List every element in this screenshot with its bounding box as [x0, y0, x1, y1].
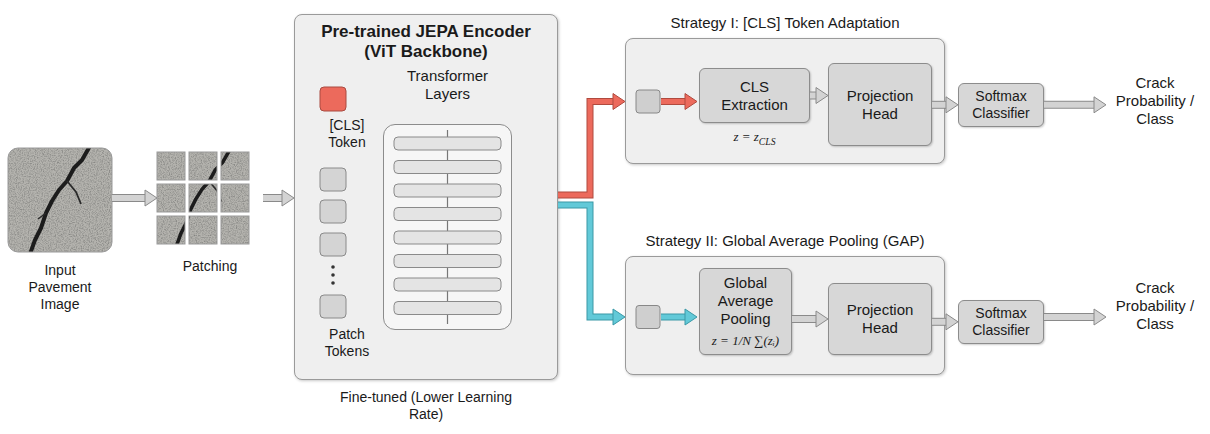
- connector-outline: [112, 194, 146, 202]
- patch-grid: [157, 150, 249, 246]
- node-label: Softmax Classifier: [964, 305, 1038, 339]
- pavement-photo: [8, 148, 112, 252]
- process-box: Projection Head: [828, 283, 932, 355]
- caption-label: Patching: [160, 258, 260, 275]
- patch-grid: [157, 150, 249, 246]
- process-box: Softmax Classifier: [958, 300, 1044, 344]
- node-label: Crack Probability / Class: [1106, 279, 1204, 333]
- arrow-head: [946, 97, 958, 113]
- panel-title: Pre-trained JEPA Encoder (ViT Backbone): [306, 22, 546, 63]
- patch-grid: [189, 216, 217, 244]
- connector-shaft: [263, 195, 283, 201]
- token-node: [CLS] Token: [320, 87, 374, 111]
- connector-outline: [1044, 313, 1095, 321]
- pavement-photo: [8, 146, 112, 254]
- pavement-photo: [67, 181, 81, 204]
- node-label: Global Average Pooling: [705, 274, 786, 328]
- pavement-photo: [30, 148, 90, 252]
- patch-grid: [157, 216, 185, 244]
- panel-title: Transformer Layers: [393, 67, 503, 103]
- caption-label: Fine-tuned (Lower Learning Rate): [326, 389, 526, 423]
- caption-label: Patch Tokens: [316, 326, 378, 360]
- token-node: Patch Tokens: [320, 168, 374, 318]
- arrow-connector: [558, 205, 625, 325]
- panel-title: Strategy I: [CLS] Token Adaptation: [595, 14, 975, 32]
- patch-grid-node: Patching: [157, 152, 263, 244]
- pavement-photo: [30, 148, 90, 252]
- arrow-head: [946, 314, 958, 330]
- process-box: Softmax Classifier: [958, 83, 1044, 127]
- pavement-photo: [38, 213, 46, 219]
- formula-text: z = 1/N ∑(zᵢ): [712, 333, 779, 349]
- patch-grid: [189, 152, 217, 180]
- caption-label: [CLS] Token: [316, 117, 378, 151]
- patch-grid: [176, 150, 229, 246]
- process-box: CLS Extractionz = zCLS: [699, 68, 810, 123]
- node-label: Softmax Classifier: [964, 88, 1038, 122]
- panel-title: Strategy II: Global Average Pooling (GAP…: [595, 232, 975, 250]
- formula-text: z = zCLS: [700, 129, 810, 147]
- arrow-head: [613, 309, 625, 325]
- patch-grid: [221, 216, 249, 244]
- process-box: Projection Head: [828, 63, 932, 146]
- connector-outline: [558, 102, 614, 196]
- connector-outline: [263, 194, 283, 202]
- arrow-connector: [558, 94, 625, 196]
- node-label: Crack Probability / Class: [1106, 74, 1204, 128]
- arrow-connector: [1044, 97, 1106, 113]
- patch-grid: [157, 184, 185, 212]
- output-node: Crack Probability / Class: [1106, 278, 1204, 334]
- patch-grid: [157, 152, 249, 244]
- connector-shaft: [1044, 314, 1095, 320]
- connector-shaft: [112, 195, 146, 201]
- arrow-head: [1094, 97, 1106, 113]
- arrow-connector: [263, 190, 294, 206]
- patch-grid: [176, 150, 229, 246]
- patch-grid: [189, 184, 217, 212]
- connector-shaft: [1044, 102, 1095, 108]
- connector-shaft: [558, 102, 614, 196]
- image-node: Input Pavement Image: [8, 148, 112, 252]
- connector-outline: [558, 205, 614, 317]
- encoder-panel: Pre-trained JEPA Encoder (ViT Backbone)F…: [294, 14, 558, 380]
- caption-label: Input Pavement Image: [14, 262, 106, 312]
- arrow-head: [282, 190, 294, 206]
- node-label: Projection Head: [834, 301, 926, 337]
- arrow-head: [1094, 309, 1106, 325]
- connector-outline: [1044, 101, 1095, 109]
- arrow-connector: [112, 190, 157, 206]
- layer-stack-box: Transformer Layers: [383, 124, 512, 330]
- arrow-connector: [1044, 309, 1106, 325]
- subscript: CLS: [759, 136, 776, 147]
- strategy-panel: Strategy I: [CLS] Token AdaptationCLS Ex…: [625, 38, 945, 164]
- connector-shaft: [558, 205, 614, 317]
- node-label: CLS Extraction: [705, 78, 804, 114]
- patch-grid: [157, 152, 249, 244]
- pavement-photo: [8, 148, 112, 252]
- patch-grid: [157, 152, 249, 244]
- process-box: Global Average Pooling z = 1/N ∑(zᵢ): [699, 268, 792, 355]
- patch-grid: [221, 152, 249, 180]
- patch-grid: [157, 152, 185, 180]
- output-node: Crack Probability / Class: [1106, 73, 1204, 129]
- arrow-head: [613, 94, 625, 110]
- arrow-head: [145, 190, 157, 206]
- strategy-panel: Strategy II: Global Average Pooling (GAP…: [625, 256, 945, 375]
- node-label: Projection Head: [834, 87, 926, 123]
- patch-grid: [209, 181, 221, 201]
- patch-grid: [221, 184, 249, 212]
- pavement-photo: [8, 148, 112, 252]
